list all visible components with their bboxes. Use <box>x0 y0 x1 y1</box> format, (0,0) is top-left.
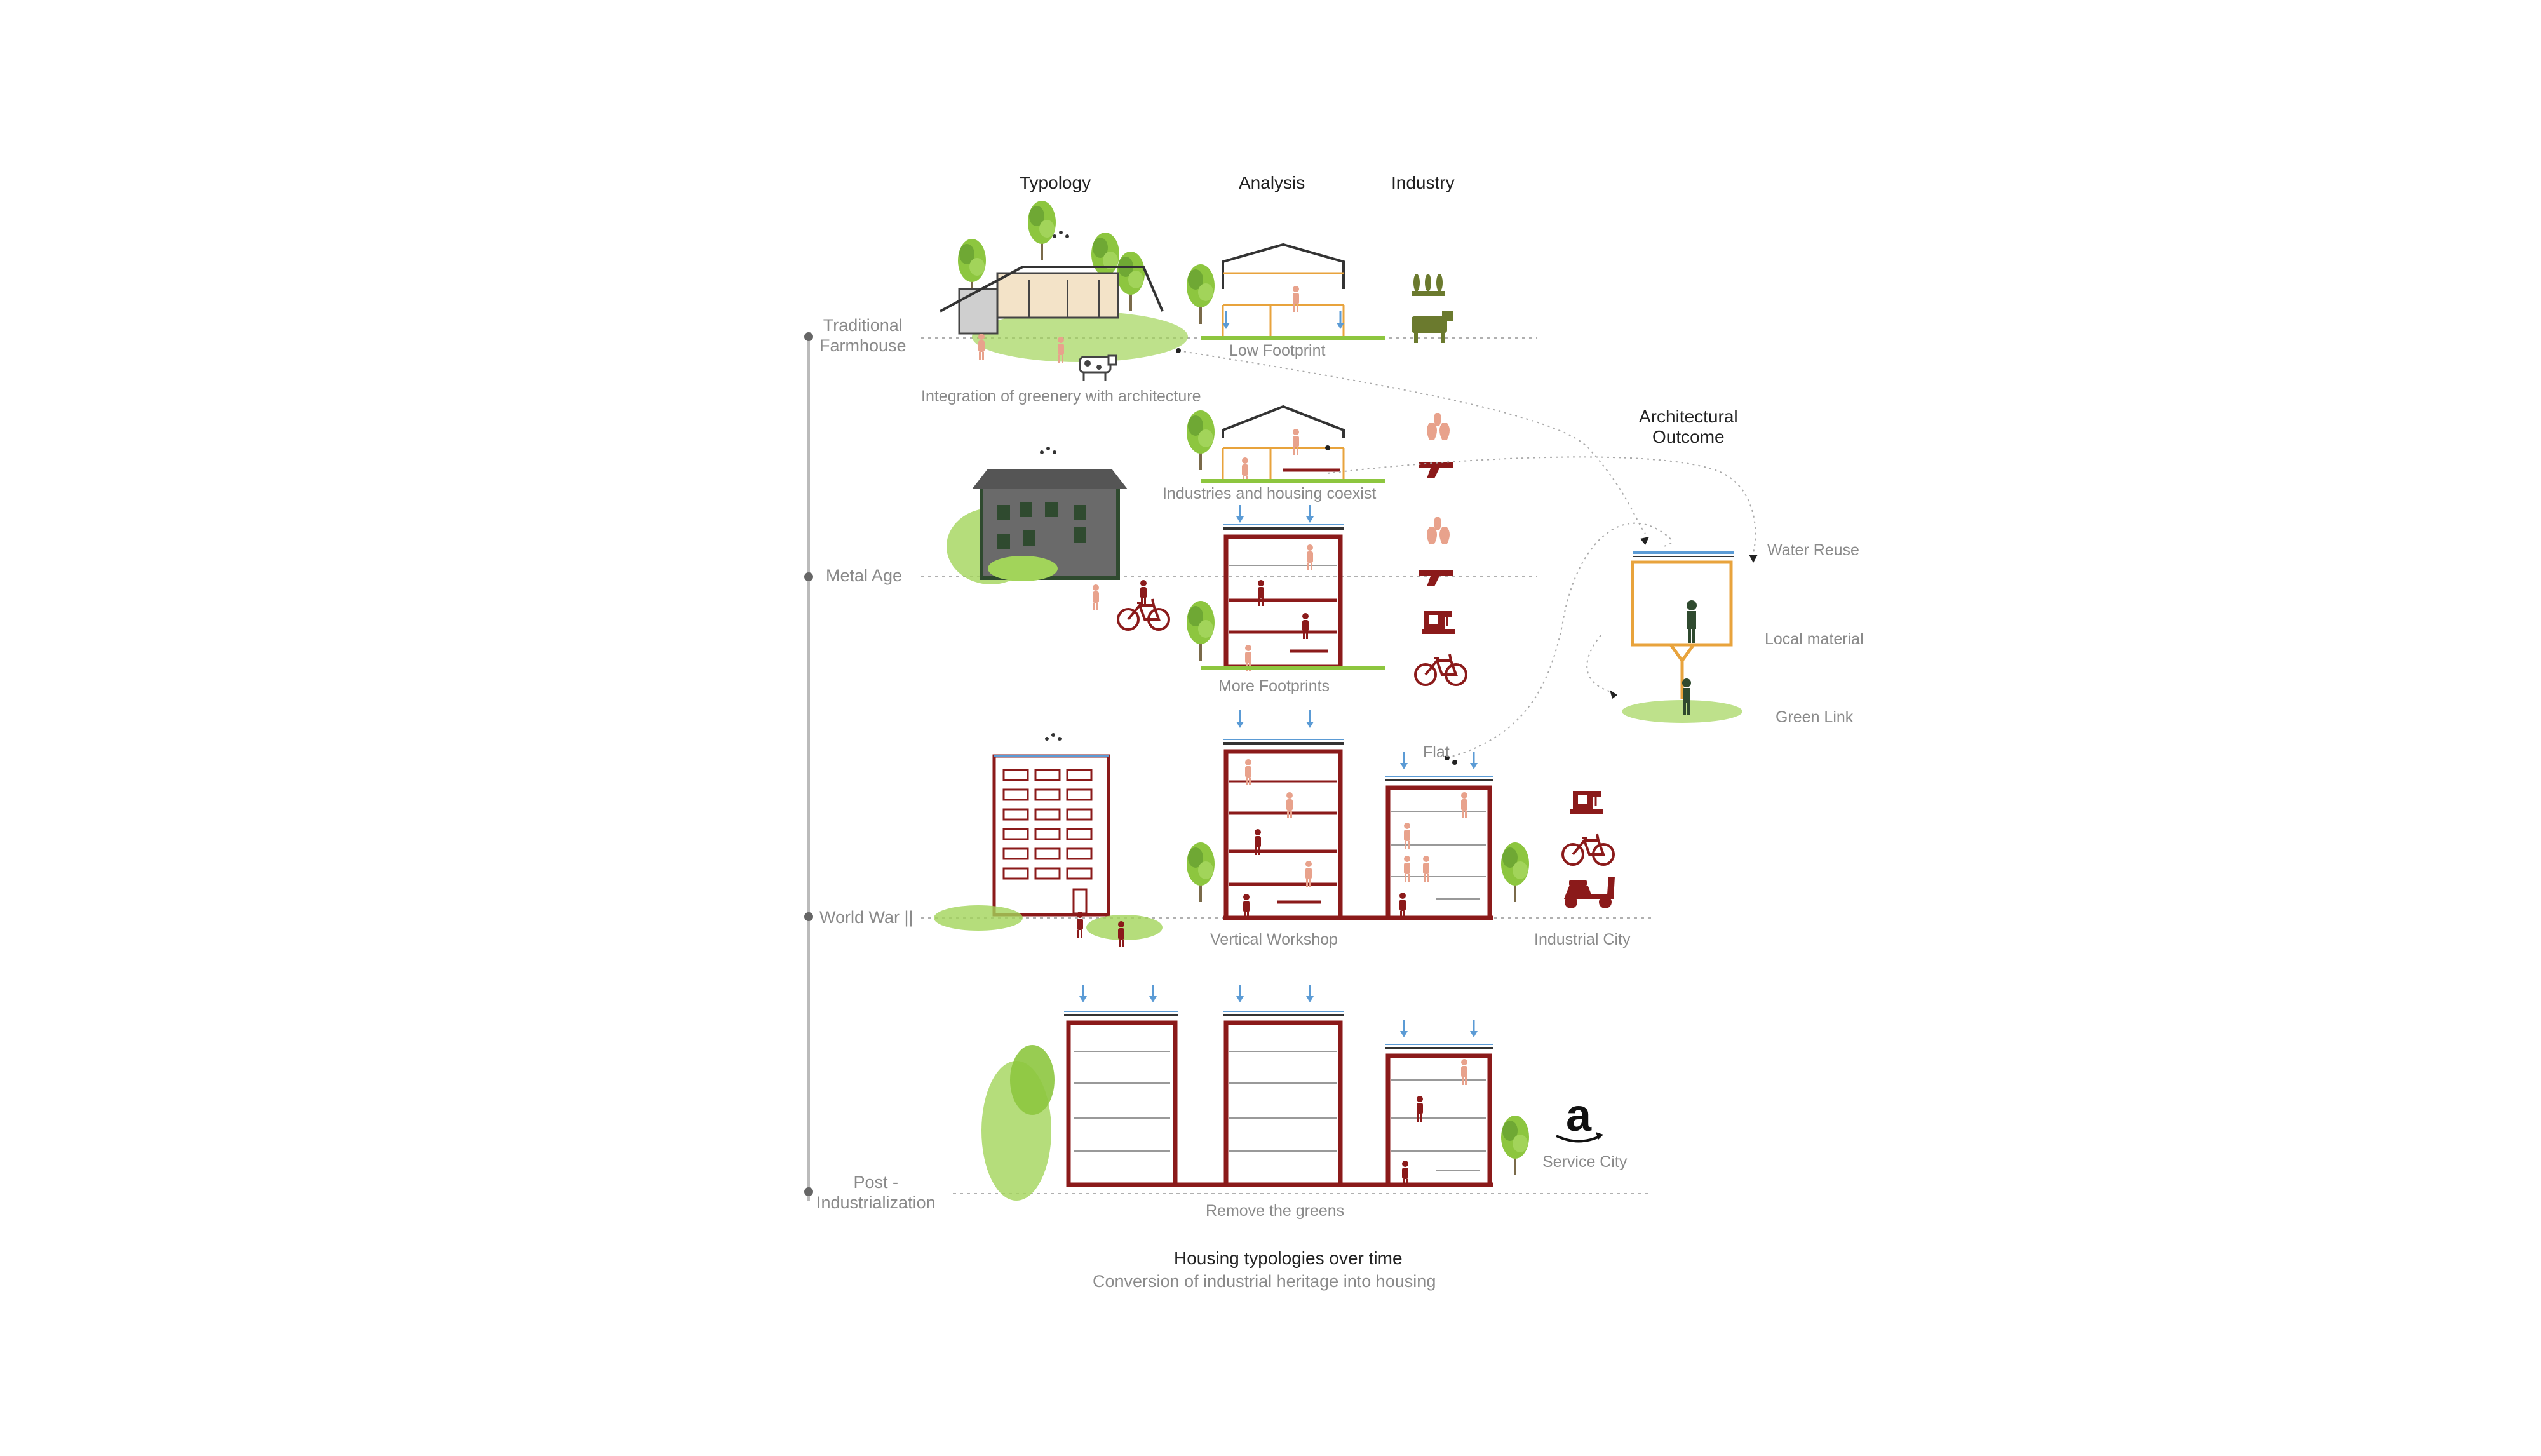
bicycle-icon <box>1414 653 1467 686</box>
timeline-dot-post-industrial <box>804 1187 813 1196</box>
metal-age-house <box>947 447 1170 631</box>
era-world-war: World War || <box>819 908 913 927</box>
post-industrial-greenery <box>981 1045 1055 1201</box>
header-analysis: Analysis <box>1239 173 1305 192</box>
analysis-low-footprint <box>1187 243 1385 340</box>
footer-title: Housing typologies over time <box>1174 1248 1403 1268</box>
timeline-dot-world-war <box>804 912 813 921</box>
rain-drops-icon <box>1045 733 1062 741</box>
analysis-flat <box>1385 750 1529 920</box>
header-industry: Industry <box>1391 173 1455 192</box>
outcome-local-material: Local material <box>1765 630 1864 648</box>
timeline <box>804 332 813 1201</box>
rain-drops-icon <box>1053 231 1069 238</box>
timeline-dot-metal-age <box>804 572 813 581</box>
cow-icon <box>1412 311 1453 343</box>
farmhouse-illustration <box>940 201 1188 381</box>
world-war-block <box>934 733 1163 947</box>
caption-vertical-workshop: Vertical Workshop <box>1210 931 1338 948</box>
caption-remove-greens: Remove the greens <box>1206 1202 1345 1220</box>
caption-industrial-city: Industrial City <box>1534 931 1631 948</box>
pistol-icon <box>1419 570 1453 586</box>
pistol-icon <box>1419 462 1453 478</box>
architectural-outcome-diagram <box>1622 551 1742 723</box>
scooter-icon <box>1564 877 1615 908</box>
outcome-green-link: Green Link <box>1776 708 1854 726</box>
analysis-coexist <box>1187 405 1385 483</box>
caption-low-footprint: Low Footprint <box>1229 342 1326 360</box>
era-metal-age: Metal Age <box>826 566 903 585</box>
outcome-title: Architectural Outcome <box>1639 407 1738 447</box>
footer-subtitle: Conversion of industrial heritage into h… <box>1093 1272 1436 1291</box>
analysis-vertical-workshop <box>1187 709 1493 920</box>
timeline-dot-farmhouse <box>804 332 813 341</box>
sewing-machine-icon <box>1420 610 1456 635</box>
jars-icon <box>1427 413 1450 440</box>
caption-flat: Flat <box>1423 743 1450 761</box>
rain-drops-icon <box>1040 447 1056 454</box>
header-typology: Typology <box>1020 173 1091 192</box>
jars-icon <box>1427 517 1450 544</box>
outcome-arrowheads <box>1610 537 1758 699</box>
caption-integration: Integration of greenery with architectur… <box>921 388 1201 405</box>
wheat-icon <box>1412 274 1445 296</box>
era-post-industrialization: Post - Industrialization <box>816 1173 936 1212</box>
analysis-remove-greens <box>1064 983 1529 1187</box>
caption-coexist: Industries and housing coexist <box>1163 485 1377 502</box>
amazon-logo-icon: a <box>1556 1090 1603 1143</box>
bicycle-icon <box>1561 833 1615 866</box>
caption-more-footprints: More Footprints <box>1218 677 1330 695</box>
svg-text:a: a <box>1566 1090 1592 1141</box>
analysis-more-footprints <box>1187 504 1385 671</box>
cow-illustration <box>1079 354 1117 381</box>
connection-lines <box>1178 350 1756 758</box>
era-traditional-farmhouse: Traditional Farmhouse <box>819 316 907 355</box>
sewing-machine-icon <box>1569 790 1605 815</box>
outcome-water-reuse: Water Reuse <box>1767 541 1859 559</box>
caption-service-city: Service City <box>1542 1153 1628 1171</box>
